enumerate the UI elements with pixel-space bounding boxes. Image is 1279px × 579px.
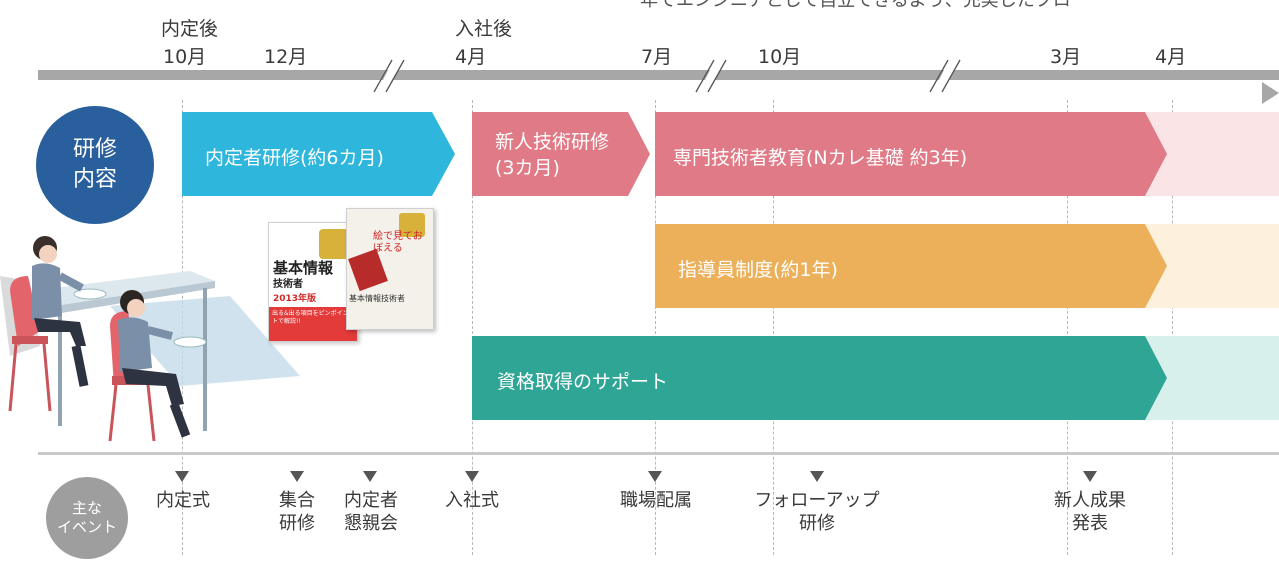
event-label-line: 入社式 <box>445 490 499 511</box>
book-cover-kihon-joho: 基本情報 技術者 2013年版 出る&出る項目をピンポイントで解説!! <box>268 222 358 342</box>
event-label-line: 内定者 <box>344 490 398 511</box>
training-content-circle: 研修 内容 <box>36 106 154 224</box>
bar-new-hire-training <box>472 112 650 196</box>
bar-certification-support <box>472 336 1167 420</box>
month-label: 10月 <box>758 46 802 68</box>
event-label-line: フォローアップ <box>754 490 880 511</box>
circle-text: イベント <box>56 518 117 536</box>
bar-label: 内定者研修(約6カ月) <box>205 147 384 169</box>
bar-mentor-system <box>655 224 1167 308</box>
guide-line <box>773 100 774 555</box>
bar-label-line: (3カ月) <box>495 157 560 179</box>
event-label-line: 研修 <box>279 513 315 534</box>
bar-label: 新人技術研修 (3カ月) <box>495 129 609 181</box>
event-label-line: 研修 <box>799 513 835 534</box>
book-cover-e-de-mite: 絵で見ておぼえる 基本情報技術者 <box>346 208 434 330</box>
event-marker-icon <box>290 471 304 482</box>
event-label-line: 新人成果 <box>1054 490 1126 511</box>
event-marker-icon <box>175 471 189 482</box>
event-label: 内定者 懇親会 <box>336 489 406 535</box>
month-label: 3月 <box>1050 46 1082 68</box>
bar-specialist-education <box>655 112 1167 196</box>
book-title: 基本情報 <box>273 259 334 277</box>
bar-label: 指導員制度(約1年) <box>678 259 838 281</box>
book-banner: 出る&出る項目をピンポイントで解説!! <box>272 310 349 325</box>
trainees-illustration <box>0 236 300 442</box>
event-marker-icon <box>810 471 824 482</box>
events-separator <box>38 452 1279 455</box>
event-label: 職場配属 <box>604 489 708 512</box>
phase-label-after-offer: 内定後 <box>161 18 219 40</box>
event-label-line: 内定式 <box>156 490 210 511</box>
event-marker-icon <box>465 471 479 482</box>
month-label: 7月 <box>641 46 673 68</box>
book-subtitle: 基本情報技術者 <box>349 294 405 303</box>
event-label: フォローアップ 研修 <box>745 489 889 535</box>
month-label: 10月 <box>163 46 207 68</box>
circle-text: 研修 <box>72 137 117 162</box>
event-label-line: 発表 <box>1072 513 1108 534</box>
event-label: 新人成果 発表 <box>1040 489 1140 535</box>
bar-label: 専門技術者教育(Nカレ基礎 約3年) <box>673 147 968 169</box>
guide-line <box>655 100 656 555</box>
timeline-breaks <box>373 58 961 94</box>
events-circle: 主な イベント <box>46 477 128 559</box>
bar-offer-training <box>182 112 455 196</box>
event-marker-icon <box>363 471 377 482</box>
bar-label: 資格取得のサポート <box>497 371 669 393</box>
phase-label-after-joining: 入社後 <box>455 18 513 40</box>
event-label: 内定式 <box>148 489 218 512</box>
event-marker-icon <box>648 471 662 482</box>
event-label-line: 懇親会 <box>344 513 398 534</box>
guide-line <box>472 100 473 555</box>
bar-label-line: 新人技術研修 <box>495 131 610 153</box>
month-label: 4月 <box>1155 46 1187 68</box>
top-cut-text: 年でエンジニアとして自立できるよう、充実したプロ <box>640 0 1071 10</box>
event-label-line: 職場配属 <box>620 490 692 511</box>
event-label: 集合 研修 <box>267 489 327 535</box>
month-label: 12月 <box>264 46 308 68</box>
circle-text: 内容 <box>72 167 117 192</box>
event-label-line: 集合 <box>279 490 315 511</box>
book-year: 2013年版 <box>273 294 317 304</box>
circle-text: 主な <box>71 499 102 517</box>
timeline-arrow-icon <box>1262 82 1279 104</box>
guide-line <box>1067 100 1068 555</box>
month-label: 4月 <box>455 46 487 68</box>
timeline-bar <box>38 70 1279 80</box>
event-marker-icon <box>1083 471 1097 482</box>
event-label: 入社式 <box>437 489 507 512</box>
book-subtitle: 技術者 <box>273 279 303 290</box>
book-title: 絵で見ておぼえる <box>373 231 423 254</box>
guide-line <box>1172 100 1173 555</box>
program-bars <box>182 112 1279 420</box>
